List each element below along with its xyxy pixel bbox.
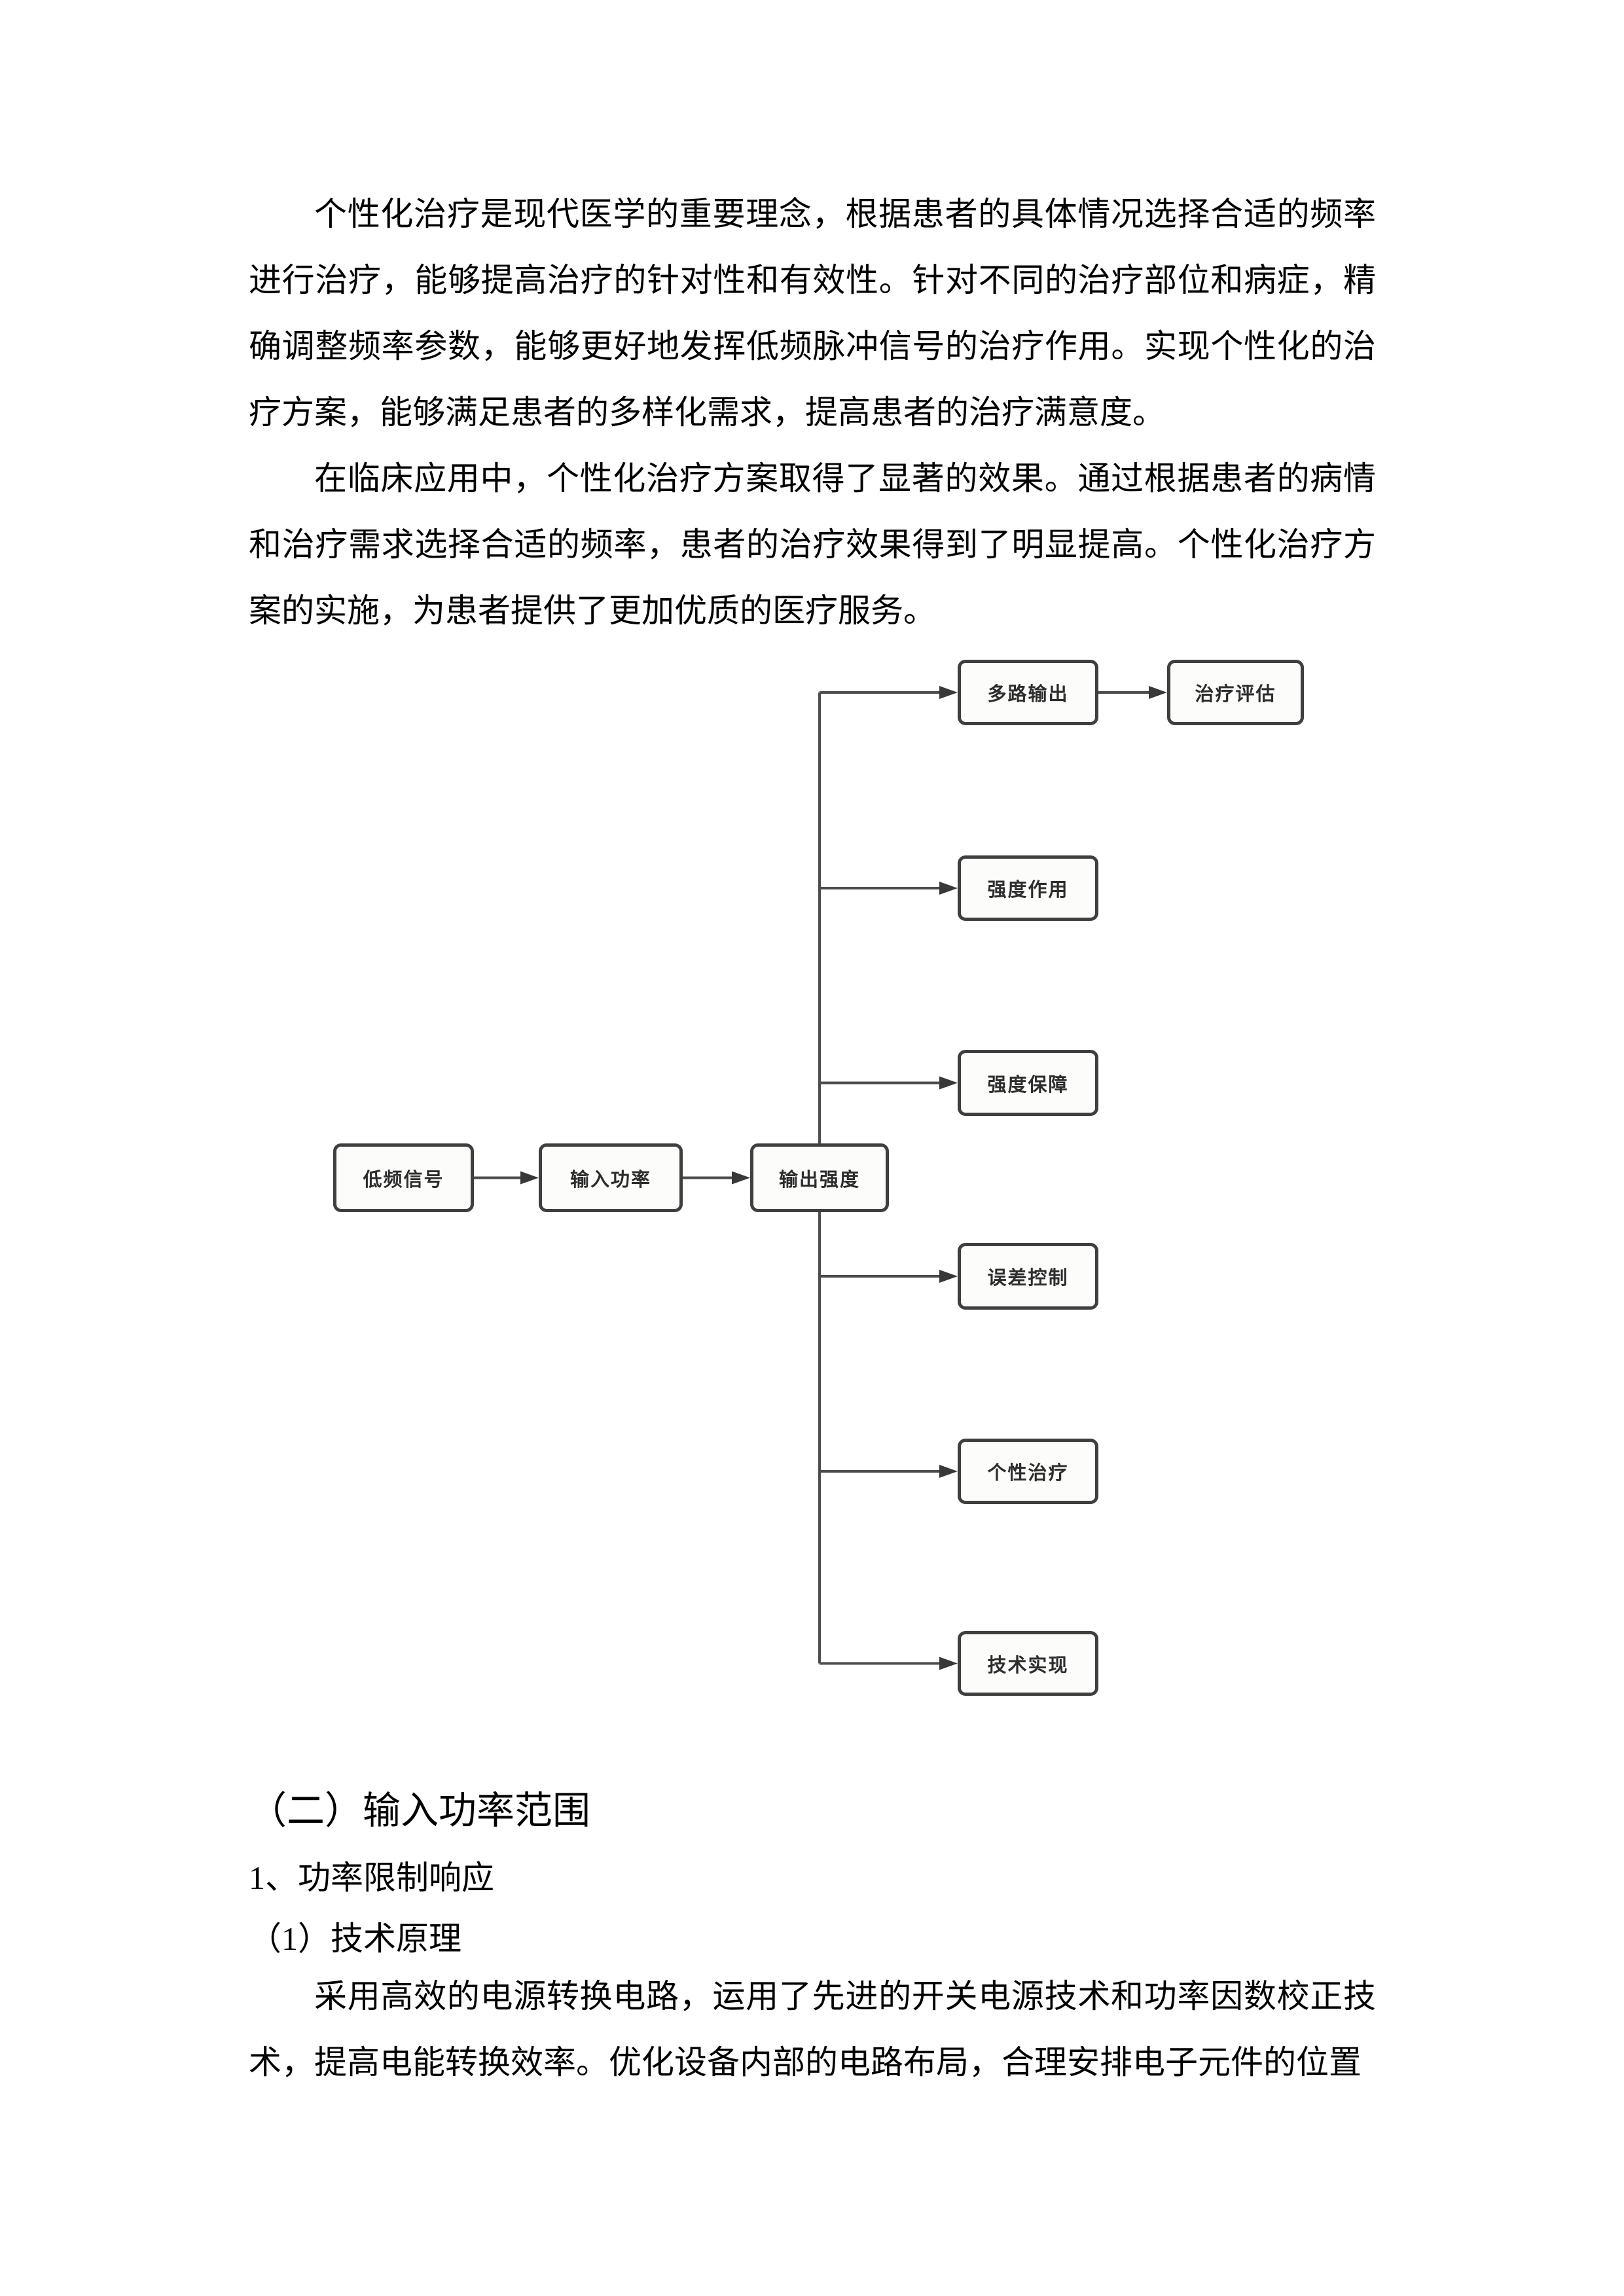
flow-edge-arrowhead <box>732 1171 750 1185</box>
subsection-heading-tech-principle: （1）技术原理 <box>249 1920 461 1957</box>
flowchart-connectors <box>474 686 1167 1670</box>
flow-edge-arrowhead <box>939 1657 958 1670</box>
flow-edge-arrowhead <box>939 882 958 895</box>
paragraph-power-conversion: 采用高效的电源转换电路，运用了先进的开关电源技术和功率因数校正技术，提高电能转换… <box>249 1978 1376 2081</box>
paragraph-personalized-treatment: 个性化治疗是现代医学的重要理念，根据患者的具体情况选择合适的频率进行治疗，能够提… <box>249 196 1376 431</box>
section-heading: （二）输入功率范围 <box>249 1789 591 1832</box>
flow-edge-arrowhead <box>939 1465 958 1478</box>
flow-edge-arrowhead <box>939 1076 958 1090</box>
flow-edge-arrowhead <box>939 686 958 699</box>
flow-node-output-intensity: 输出强度 <box>750 1143 889 1212</box>
flow-edge-arrowhead <box>520 1171 539 1185</box>
flow-edge-arrowhead <box>1149 686 1167 699</box>
flow-node-error-control: 误差控制 <box>958 1243 1098 1310</box>
flow-node-treatment-evaluation: 治疗评估 <box>1167 660 1304 725</box>
flow-node-multi-output: 多路输出 <box>958 660 1098 725</box>
flow-edge-arrowhead <box>939 1270 958 1283</box>
paragraph-clinical-application: 在临床应用中，个性化治疗方案取得了显著的效果。通过根据患者的病情和治疗需求选择合… <box>249 460 1376 629</box>
flowchart-diagram: 低频信号输入功率输出强度 多路输出 治疗评估强度作用强度保障误差控制个性治疗技术实现 <box>0 645 1624 1757</box>
subsection-heading-power-limit: 1、功率限制响应 <box>249 1859 494 1896</box>
intro-text-block: 个性化治疗是现代医学的重要理念，根据患者的具体情况选择合适的频率进行治疗，能够提… <box>249 181 1376 644</box>
flow-node-low-freq-signal: 低频信号 <box>333 1143 474 1212</box>
flow-node-personalized-treatment: 个性治疗 <box>958 1439 1098 1504</box>
flow-node-intensity-guarantee: 强度保障 <box>958 1050 1098 1116</box>
flow-node-intensity-effect: 强度作用 <box>958 855 1098 921</box>
flow-node-input-power: 输入功率 <box>539 1143 683 1212</box>
flow-node-technical-implementation: 技术实现 <box>958 1631 1098 1696</box>
